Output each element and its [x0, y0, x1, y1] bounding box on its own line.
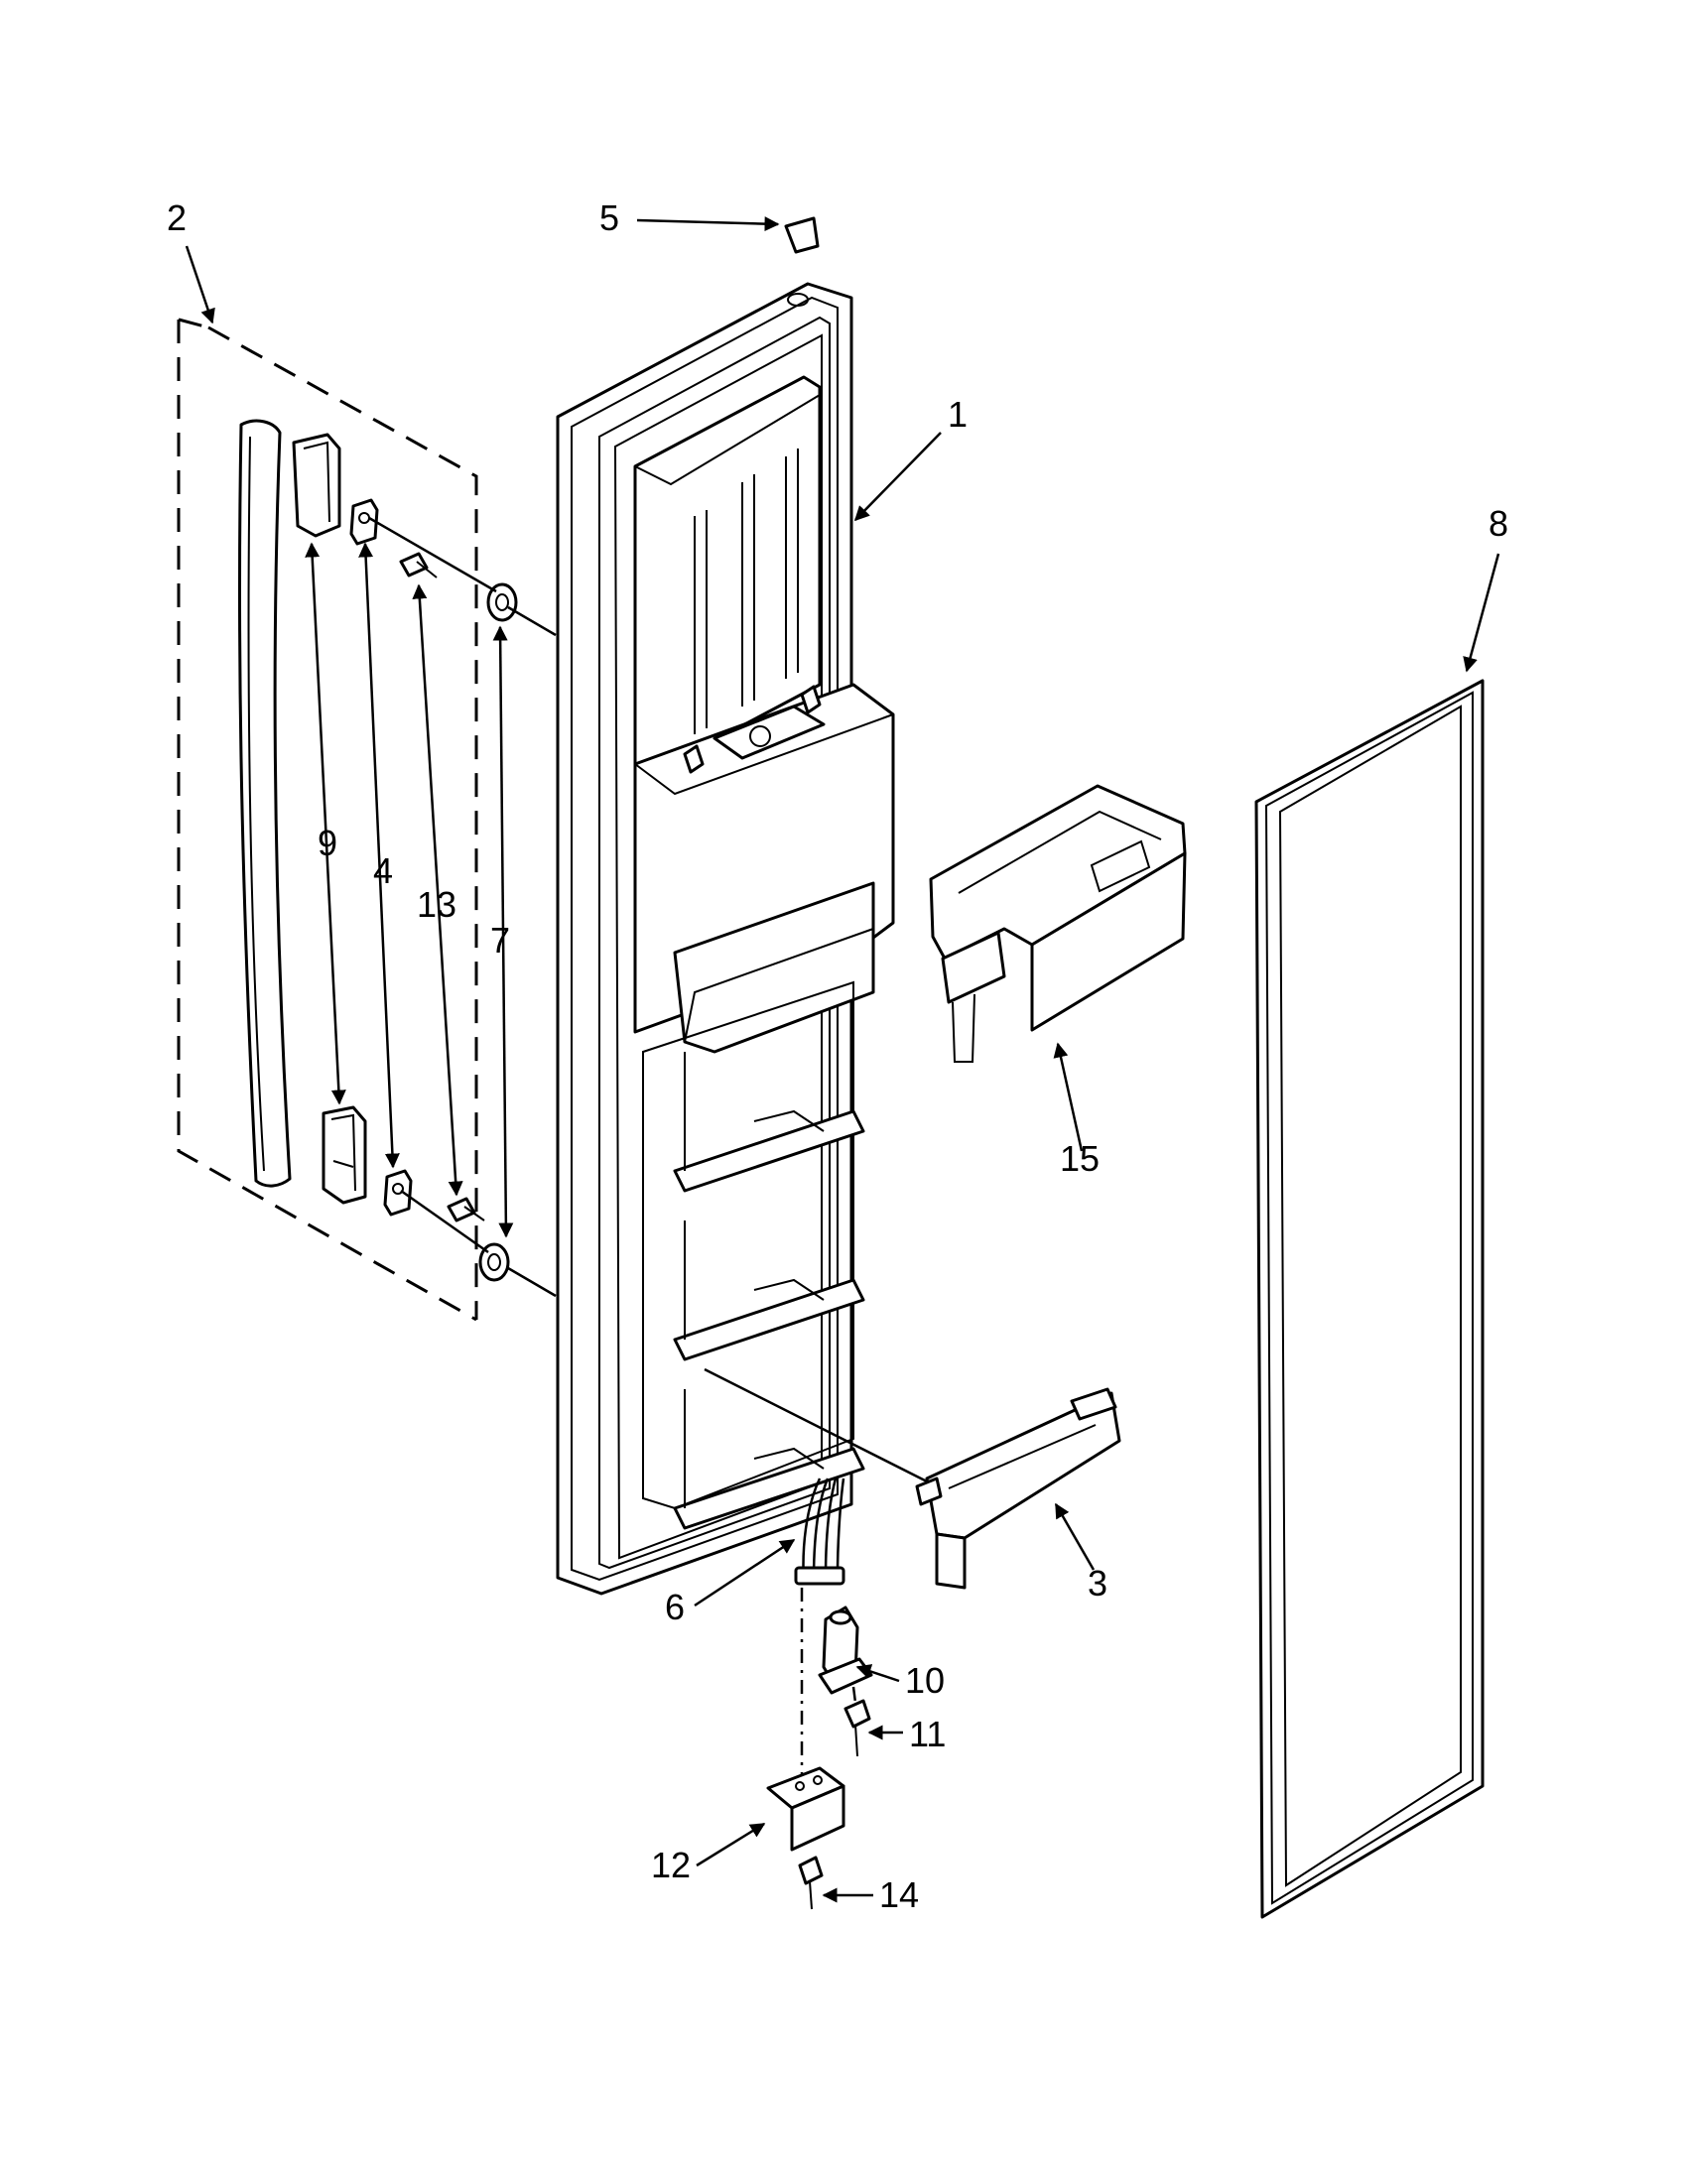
door-gasket[interactable]: [1254, 679, 1485, 1919]
callout-15: 15: [1060, 1138, 1100, 1179]
door-liner-upper: [633, 375, 822, 776]
callout-12: 12: [651, 1845, 691, 1885]
lower-hinge[interactable]: [766, 1766, 845, 1852]
door-liner-lower: [642, 980, 865, 1530]
handle-bracket-lower[interactable]: [322, 1105, 367, 1205]
callout-10: 10: [905, 1660, 945, 1701]
callout-13: 13: [417, 884, 456, 925]
callout-2: 2: [167, 197, 187, 238]
door-bin[interactable]: [915, 1387, 1121, 1590]
ice-bucket[interactable]: [929, 784, 1187, 1063]
callout-7: 7: [490, 920, 510, 961]
hinge-pin[interactable]: [818, 1606, 873, 1695]
hinge-screw[interactable]: [844, 1699, 871, 1757]
handle-clip-upper[interactable]: [349, 498, 379, 546]
leader-arrows: [185, 216, 1500, 1903]
callout-1: 1: [948, 394, 968, 435]
callout-8: 8: [1489, 503, 1508, 544]
callout-labels: 2 5 1 8 9 4 13 7 15 3 6 10 11 12 14: [167, 197, 1508, 1915]
wire-harness[interactable]: [794, 1477, 845, 1586]
door-top-plug[interactable]: [784, 216, 820, 307]
handle-kit-enclosure: [177, 318, 478, 1322]
door-handle[interactable]: [237, 419, 292, 1188]
ice-dispenser-housing: [633, 683, 895, 1054]
hinge-bottom-screw[interactable]: [798, 1856, 824, 1910]
callout-6: 6: [665, 1587, 685, 1627]
handle-bracket-upper[interactable]: [292, 433, 341, 538]
callout-4: 4: [373, 850, 393, 891]
assembly-lines-hinge: [800, 1588, 857, 1776]
screw-lower[interactable]: [447, 1197, 485, 1222]
screw-upper[interactable]: [399, 552, 438, 578]
assembly-lines-handle: [368, 516, 557, 1298]
callout-9: 9: [318, 823, 337, 863]
callout-14: 14: [879, 1874, 919, 1915]
handle-stud-upper[interactable]: [486, 582, 518, 622]
assembly-line-bin: [704, 1367, 930, 1484]
callout-11: 11: [909, 1714, 946, 1754]
handle-clip-lower[interactable]: [383, 1169, 413, 1217]
callout-3: 3: [1088, 1563, 1107, 1604]
callout-5: 5: [599, 197, 619, 238]
handle-stud-lower[interactable]: [478, 1242, 510, 1282]
